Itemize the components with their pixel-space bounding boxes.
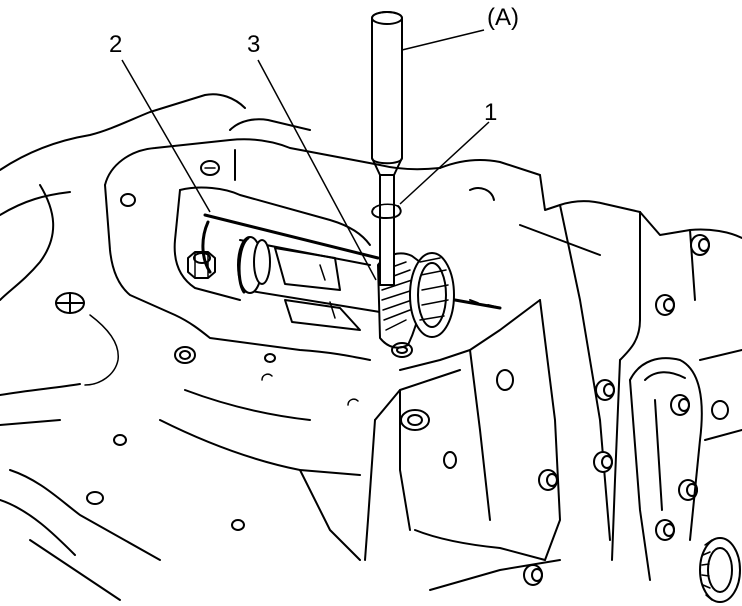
callout-part-1: 1: [484, 99, 498, 126]
driven-gear: [377, 252, 502, 358]
leader-lines: [121, 29, 490, 281]
special-tool-rod: [371, 11, 403, 286]
bolt-heads-right: [523, 234, 729, 586]
timing-belt: [629, 349, 742, 603]
camshaft-housing: [104, 118, 441, 476]
camshaft: [201, 213, 381, 331]
callout-tool-a: (A): [487, 4, 519, 31]
callout-part-3: 3: [247, 31, 261, 58]
engine-block-left: [0, 93, 246, 601]
engine-block-right: [299, 159, 742, 591]
callout-part-2: 2: [109, 31, 123, 58]
bolt-left: [187, 251, 216, 279]
